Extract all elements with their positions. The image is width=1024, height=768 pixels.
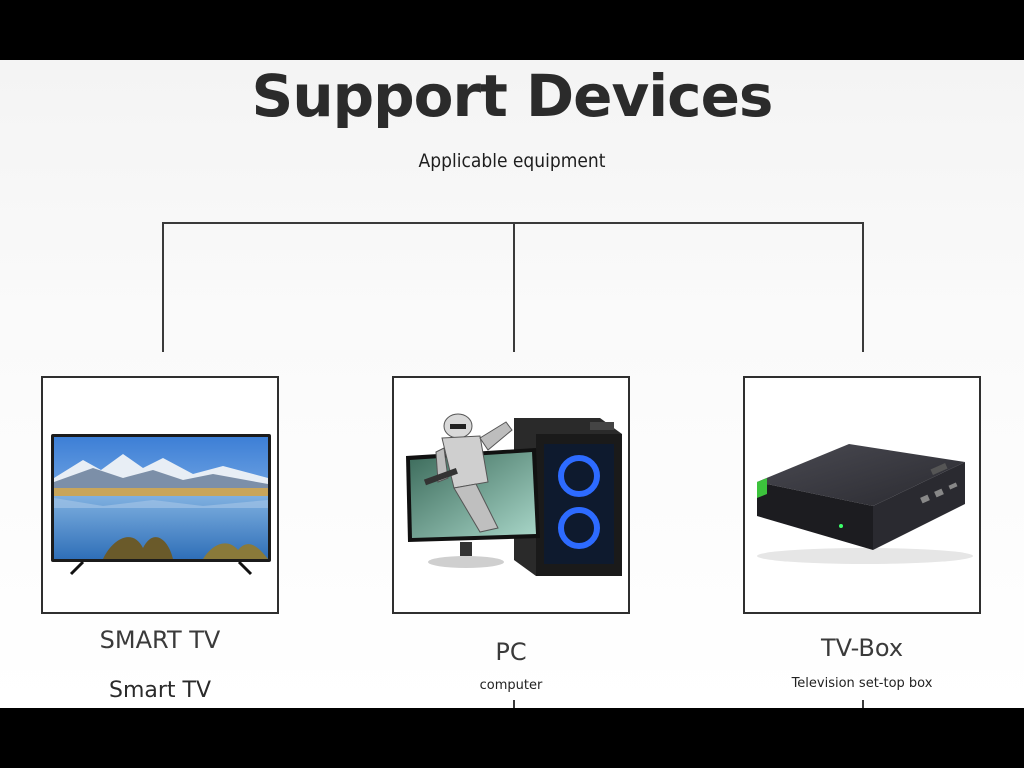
device-card-smart-tv	[41, 376, 279, 614]
device-name-pc: PC	[495, 638, 527, 666]
page-subtitle: Applicable equipment	[418, 150, 606, 172]
connector-left	[162, 222, 164, 352]
connector-right	[862, 222, 864, 352]
device-desc-pc: computer	[479, 678, 543, 693]
product-banner: Support Devices Applicable equipment	[0, 60, 1024, 708]
connector-bottom-center	[513, 700, 515, 708]
smart-tv-image	[51, 434, 271, 576]
letterbox-bottom	[0, 708, 1024, 768]
device-desc-tv-box: Television set-top box	[791, 676, 933, 691]
device-name-smart-tv: SMART TV	[99, 626, 221, 654]
device-card-pc	[392, 376, 630, 614]
connector-center	[513, 222, 515, 352]
device-desc-smart-tv: Smart TV	[108, 678, 212, 703]
device-card-tv-box	[743, 376, 981, 614]
page-title: Support Devices	[251, 62, 774, 130]
gaming-pc-image	[398, 412, 628, 582]
connector-bottom-right	[862, 700, 864, 708]
letterbox-top	[0, 0, 1024, 60]
device-name-tv-box: TV-Box	[820, 634, 904, 662]
tv-box-image	[757, 444, 973, 564]
